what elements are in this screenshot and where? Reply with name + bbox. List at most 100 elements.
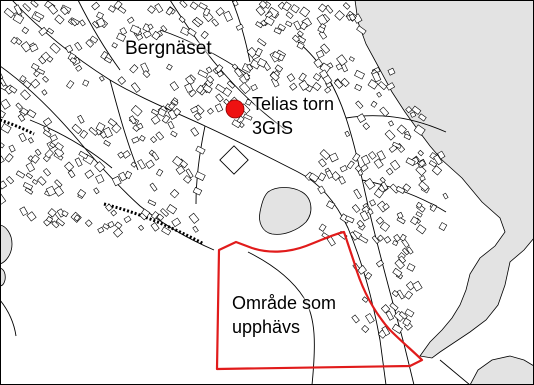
- building-footprint: [75, 64, 83, 72]
- building-footprint: [155, 168, 164, 177]
- building-footprint: [359, 210, 370, 222]
- building-footprint: [269, 71, 280, 82]
- building-footprint: [318, 30, 328, 40]
- repeal-area-boundary[interactable]: [215, 230, 424, 371]
- building-footprint: [138, 224, 145, 231]
- building-footprint: [54, 179, 63, 188]
- building-footprint: [296, 30, 304, 38]
- building-footprint: [202, 7, 211, 17]
- building-footprint: [396, 124, 407, 135]
- building-footprint: [41, 89, 48, 96]
- building-footprint: [296, 41, 305, 50]
- building-footprint: [242, 72, 251, 81]
- building-footprint: [167, 120, 175, 130]
- building-footprint: [114, 221, 123, 230]
- building-footprint: [194, 16, 204, 26]
- building-footprint: [29, 43, 39, 53]
- building-footprint: [156, 213, 165, 221]
- building-footprint: [338, 175, 346, 185]
- building-footprint: [44, 149, 54, 159]
- building-footprint: [365, 313, 375, 324]
- building-footprint: [130, 104, 143, 117]
- tower-marker-icon: [225, 99, 245, 119]
- building-footprint: [95, 174, 105, 184]
- building-footprint: [214, 103, 224, 113]
- building-footprint: [190, 105, 199, 114]
- building-footprint: [102, 223, 110, 230]
- building-footprint: [379, 221, 391, 232]
- building-footprint: [0, 123, 12, 134]
- building-footprint: [404, 308, 415, 318]
- building-footprint: [94, 161, 106, 173]
- building-footprint: [317, 185, 326, 195]
- building-footprint: [20, 107, 29, 116]
- rail-line-2: [0, 118, 35, 136]
- building-footprint: [49, 142, 56, 149]
- building-footprint: [119, 27, 128, 36]
- building-footprint: [139, 134, 146, 142]
- building-footprint: [393, 233, 401, 243]
- building-footprint: [325, 169, 334, 179]
- building-footprint: [418, 113, 427, 122]
- building-footprint: [54, 147, 65, 158]
- building-footprint: [245, 98, 252, 106]
- building-footprint: [317, 172, 327, 182]
- bay-water: [354, 0, 534, 359]
- building-footprint: [118, 171, 128, 182]
- building-footprint: [110, 209, 118, 217]
- road-branch-4: [345, 115, 447, 133]
- north-road: [169, 0, 287, 131]
- building-footprint: [17, 113, 26, 122]
- building-footprint: [413, 124, 426, 136]
- building-footprint: [34, 148, 42, 156]
- building-footprint: [38, 56, 47, 65]
- building-footprint: [187, 27, 197, 37]
- building-footprint: [369, 199, 377, 207]
- main-road: [11, 0, 387, 385]
- building-footprint: [137, 159, 146, 170]
- building-footprint: [121, 150, 131, 159]
- building-footprint: [205, 66, 213, 74]
- building-footprint: [183, 175, 192, 184]
- building-footprint: [273, 27, 282, 35]
- building-footprint: [285, 20, 293, 28]
- building-footprint: [231, 63, 239, 70]
- road-branch-10: [0, 299, 17, 337]
- building-footprint: [286, 73, 296, 83]
- building-footprint: [315, 49, 325, 59]
- building-footprint: [92, 20, 100, 29]
- building-footprint: [231, 119, 242, 129]
- building-footprint: [340, 77, 350, 88]
- building-footprint: [53, 185, 64, 197]
- building-footprint: [54, 14, 65, 25]
- building-footprint: [51, 220, 60, 229]
- building-footprint: [171, 99, 179, 106]
- building-footprint: [415, 211, 423, 218]
- building-footprint: [254, 47, 263, 57]
- building-footprint: [402, 317, 412, 327]
- building-footprint: [91, 1, 100, 11]
- building-footprint: [257, 38, 267, 47]
- building-footprint: [197, 69, 209, 79]
- building-footprint: [27, 137, 34, 144]
- building-footprint: [79, 19, 86, 27]
- building-footprint: [93, 187, 100, 195]
- building-footprint: [318, 3, 327, 13]
- building-footprint: [358, 235, 369, 244]
- building-footprint: [373, 158, 384, 169]
- building-footprint: [387, 67, 396, 76]
- building-footprint: [243, 113, 253, 121]
- area-label: Område som upphävs: [232, 291, 336, 339]
- building-footprint: [150, 222, 160, 232]
- building-footprint: [409, 111, 417, 118]
- building-footprint: [367, 208, 374, 216]
- building-footprint: [0, 155, 5, 165]
- place-label-bergnaset: Bergnäset: [125, 38, 212, 59]
- building-footprint: [54, 142, 64, 151]
- building-footprint: [375, 259, 385, 268]
- tower-label-line2: 3GIS: [252, 118, 294, 138]
- building-footprint: [96, 11, 104, 20]
- building-footprint: [73, 214, 81, 222]
